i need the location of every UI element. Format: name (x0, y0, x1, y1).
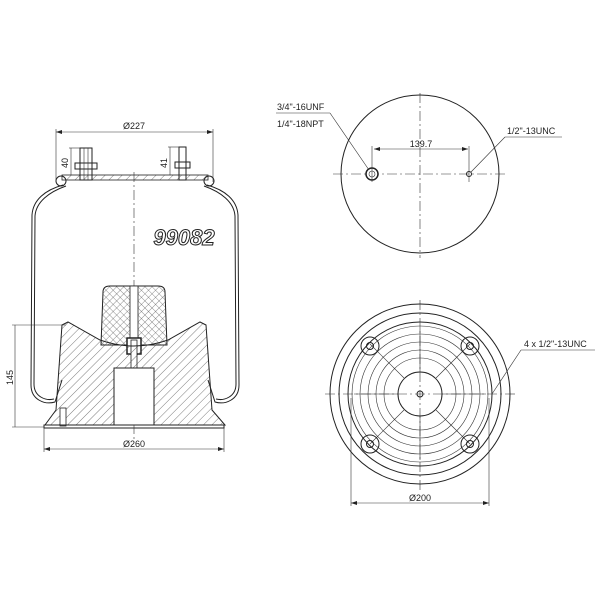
side-view: Ø227 40 41 990 (5, 121, 240, 452)
bead-ring-left (55, 175, 67, 187)
bellows-left (30, 184, 64, 404)
base-diameter-label: Ø260 (123, 439, 145, 449)
piston-core (113, 367, 155, 426)
bellows-right (206, 184, 240, 404)
base-diameter-dimension: Ø260 (43, 428, 225, 452)
bolt-hole-br (460, 434, 480, 454)
bottom-view: 4 x 1/2"-13UNC Ø200 (325, 300, 595, 506)
height-dimension: 145 (5, 324, 66, 428)
locating-pin (59, 407, 67, 427)
height-label: 145 (5, 370, 15, 385)
base-plate (43, 424, 225, 429)
bottom-diameter-label: Ø200 (409, 493, 431, 503)
top-diameter-label: Ø227 (123, 121, 145, 131)
top-view: 139.7 3/4"-16UNF 1/4"-18NPT 1/2"-13UNC (276, 93, 562, 258)
bead-ring-right (203, 175, 215, 187)
stud-right: 41 (159, 146, 191, 181)
bolt-hole-tl (360, 336, 380, 356)
stud-right-height-label: 41 (159, 158, 169, 168)
stud-spacing-label: 139.7 (410, 139, 433, 149)
part-number: 99082 (153, 225, 215, 250)
top-diameter-dimension: Ø227 (55, 121, 214, 182)
stud-thread-label: 1/2"-13UNC (507, 126, 556, 136)
bolt-thread-label: 4 x 1/2"-13UNC (524, 339, 587, 349)
stud-left: 40 (60, 147, 98, 181)
port-thread-1-label: 3/4"-16UNF (277, 102, 325, 112)
top-plate (61, 174, 209, 181)
bolt-hole-tr (460, 336, 480, 356)
bolt-hole-bl (360, 434, 380, 454)
stud-left-height-label: 40 (60, 158, 70, 168)
port-thread-2-label: 1/4"-18NPT (277, 119, 324, 129)
